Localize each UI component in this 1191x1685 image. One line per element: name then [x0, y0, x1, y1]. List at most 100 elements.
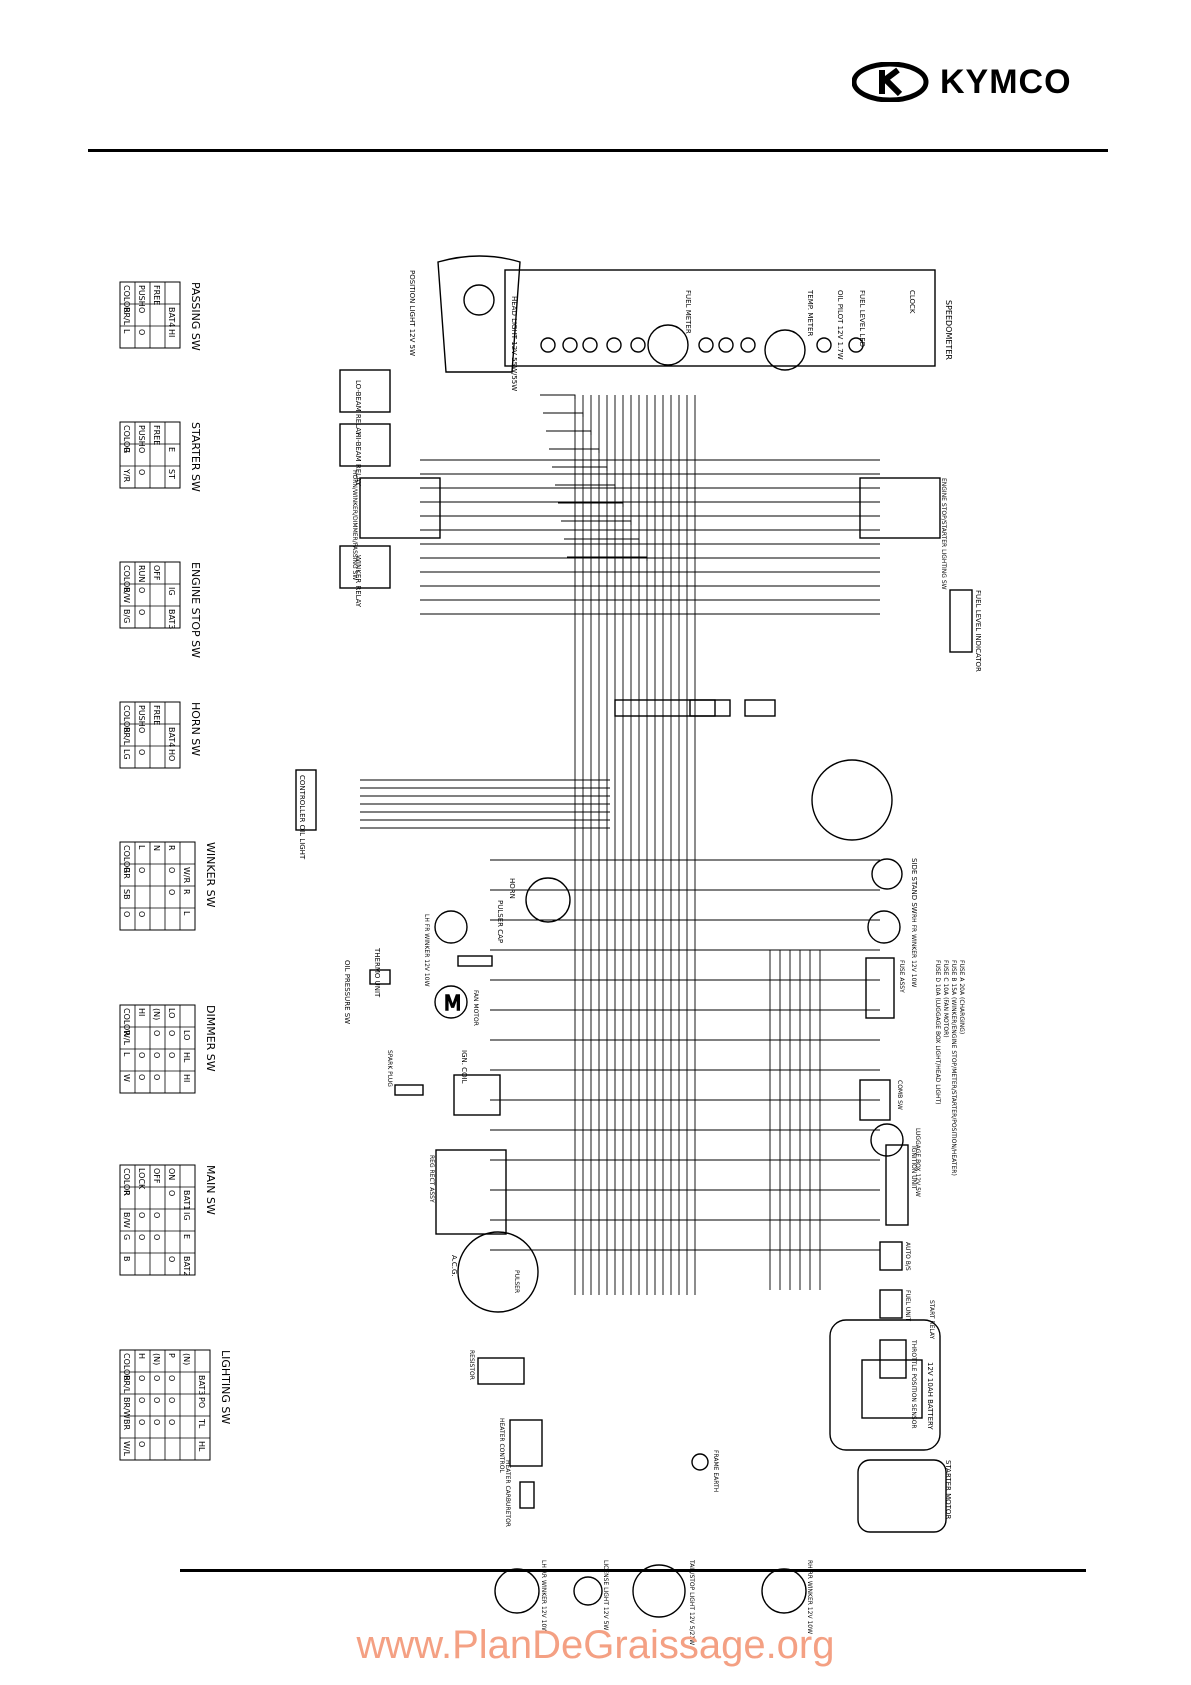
oil-pressure-sw: [369, 969, 391, 985]
switch-table-title: ENGINE STOP SW: [189, 562, 202, 658]
table-cell: O: [137, 1375, 146, 1381]
hi-beam-relay: [339, 423, 391, 467]
table-cell: O: [167, 1256, 176, 1262]
table-cell: LOCK: [137, 1168, 146, 1190]
table-header-cell: TL: [197, 1418, 206, 1429]
component-label-oil-pressure-sw: OIL PRESSURE SW: [343, 960, 351, 1024]
component-label-reg-rect: REG RECT ASSY: [428, 1155, 435, 1203]
branch-wire: [567, 556, 648, 561]
component-label-rh-rr-winker: RH RR WINKER 12V 10W: [806, 1560, 813, 1634]
table-cell: O: [137, 1397, 146, 1403]
component-label-oil-pilot: OIL PILOT 12V 1.7W: [836, 290, 844, 360]
table-header-cell: L: [182, 911, 191, 916]
table-cell: O: [122, 911, 131, 917]
indicator-bulb: [698, 337, 714, 353]
table-cell: O: [152, 1419, 161, 1425]
table-cell: COLOR: [122, 285, 131, 313]
wire-harness: [360, 394, 880, 1295]
diagram-components: M: [295, 255, 973, 1618]
table-cell: O: [137, 587, 146, 593]
table-cell: LG: [122, 749, 131, 760]
table-cell: O: [137, 867, 146, 873]
table-cell: O: [152, 1212, 161, 1218]
horn: [525, 877, 571, 923]
switch-tables: PASSING SWBAT4HIFREEPUSHOOCOLORBR/LLSTAR…: [119, 281, 232, 1461]
branch-wire: [546, 430, 592, 435]
table-cell: O: [167, 1030, 176, 1036]
branch-wire: [549, 448, 600, 453]
table-cell: R: [167, 845, 176, 851]
indicator-bulb: [562, 337, 578, 353]
table-cell: B/W: [122, 587, 131, 603]
table-cell: COLOR: [122, 1353, 131, 1381]
switch-table-title: DIMMER SW: [204, 1005, 217, 1072]
table-cell: Y/R: [122, 468, 131, 483]
component-label-starter-motor: STARTER MOTOR: [944, 1460, 952, 1519]
battery-loop: [829, 1319, 941, 1451]
component-label-throttle-position-sensor: THROTTLE POSITION SENSOR: [910, 1339, 917, 1429]
battery: [861, 1359, 923, 1419]
component-label-battery: 12V 10AH BATTERY: [926, 1362, 934, 1430]
table-cell: O: [137, 447, 146, 453]
connector-block: [744, 699, 776, 717]
component-label-fuel-level-indicator: FUEL LEVEL INDICATOR: [974, 590, 982, 672]
lo-beam-relay: [339, 369, 391, 413]
table-cell: P: [167, 1353, 176, 1358]
table-cell: ON: [167, 1168, 176, 1180]
indicator-bulb: [582, 337, 598, 353]
component-label-fuel-level-led: FUEL LEVEL LED: [858, 290, 866, 347]
table-header-cell: E: [167, 447, 176, 452]
table-cell: O: [167, 1419, 176, 1425]
footer-rule: [180, 1569, 1086, 1572]
branch-wire: [543, 412, 584, 417]
indicator-bulb: [740, 337, 756, 353]
switch-table-title: LIGHTING SW: [219, 1350, 232, 1424]
table-cell: G: [122, 447, 131, 453]
controller-oil-light: [295, 769, 317, 831]
table-cell: L: [122, 329, 131, 334]
rh-rr-winker-bulb: [761, 1568, 807, 1614]
table-header-cell: PO: [197, 1397, 206, 1408]
connector-block: [689, 699, 731, 717]
table-cell: G: [122, 1234, 131, 1240]
component-label-resistor: RESISTOR: [468, 1350, 475, 1380]
table-cell: FREE: [152, 285, 161, 305]
table-cell: O: [137, 469, 146, 475]
license-light-bulb: [573, 1576, 603, 1606]
branch-wire: [540, 394, 576, 399]
frame-earth: [691, 1453, 709, 1471]
component-label-speedometer: SPEEDOMETER: [944, 300, 953, 360]
component-label-lh-rr-winker: LH RR WINKER 12V 10W: [540, 1560, 547, 1633]
table-cell: COLOR: [122, 1008, 131, 1036]
ignition-unit: [885, 1144, 909, 1226]
component-label-license-light: LICENSE LIGHT 12V 5W: [602, 1560, 609, 1630]
kymco-logo-mark: [852, 62, 929, 102]
table-header-cell: ST: [167, 469, 176, 479]
table-header-cell: HO: [167, 749, 176, 761]
fuel-unit: [879, 1289, 903, 1319]
side-stand-sw: [871, 858, 903, 890]
lh-fr-winker-bulb: [434, 910, 468, 944]
connector-block: [614, 699, 716, 717]
table-cell: COLOR: [122, 1168, 131, 1196]
table-header-cell: HL: [182, 1052, 191, 1063]
switch-table-title: STARTER SW: [189, 422, 202, 492]
table-cell: O: [167, 867, 176, 873]
head-light-bulb: [463, 284, 495, 316]
table-header-cell: BAT3: [197, 1375, 206, 1395]
table-cell: COLOR: [122, 705, 131, 733]
table-cell: BR/L: [122, 307, 131, 326]
table-cell: O: [137, 1234, 146, 1240]
table-cell: O: [152, 1234, 161, 1240]
component-label-lh-fr-winker: LH FR WINKER 12V 10W: [423, 914, 430, 987]
component-label-clock: CLOCK: [908, 290, 916, 314]
component-label-fuse-assy: FUSE ASSY: [898, 960, 905, 993]
table-cell: O: [167, 1375, 176, 1381]
table-cell: O: [167, 1052, 176, 1058]
table-header-cell: W/R: [182, 867, 191, 884]
table-cell: COLOR: [122, 845, 131, 873]
